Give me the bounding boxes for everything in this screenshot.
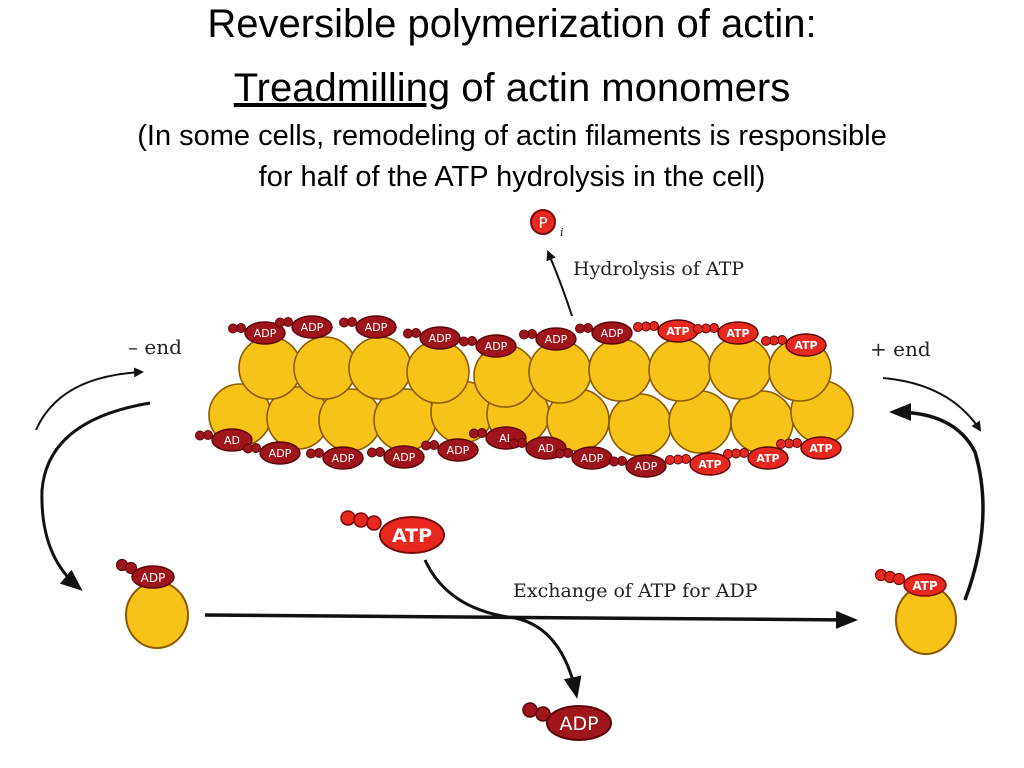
minus-end-arrow-top bbox=[35, 367, 144, 431]
adp-actin-monomer: ADP bbox=[115, 558, 189, 649]
adp-tag: ADP bbox=[575, 321, 633, 345]
tag-label: ADP bbox=[301, 321, 324, 334]
tag-label: ATP bbox=[666, 325, 689, 338]
page-title-line2: Treadmilling of actin monomers bbox=[0, 64, 1024, 112]
adp-tag: ADP bbox=[306, 446, 364, 470]
hydrolysis-label: Hydrolysis of ATP bbox=[573, 258, 744, 280]
treadmilling-term: Treadmilling bbox=[233, 66, 451, 110]
atp-adp-exchange-curve bbox=[423, 559, 582, 699]
actin-monomer bbox=[588, 338, 652, 402]
tag-label: AD bbox=[538, 442, 554, 455]
tag-label: ADP bbox=[429, 332, 452, 345]
free-atp-molecule: ATP bbox=[340, 510, 445, 554]
adp-tag: ADP bbox=[275, 315, 333, 339]
title-line2-rest: of actin monomers bbox=[450, 66, 791, 110]
adp-tag: ADP bbox=[243, 441, 301, 465]
free-atp-label: ATP bbox=[392, 525, 432, 547]
plus-end-arrow-top bbox=[882, 377, 982, 432]
actin-monomer bbox=[238, 336, 302, 400]
page-title: Reversible polymerization of actin: bbox=[207, 2, 817, 46]
tag-label: ADP bbox=[393, 451, 416, 464]
tag-label: ATP bbox=[809, 442, 832, 455]
adp-tag: ADP bbox=[519, 327, 577, 351]
minus-end-label: – end bbox=[128, 335, 182, 359]
tag-label: ATP bbox=[698, 458, 721, 471]
hydrolysis-arrow bbox=[546, 250, 573, 317]
plus-end-label: + end bbox=[870, 337, 931, 361]
adp-tag: AD bbox=[195, 428, 253, 452]
tag-label: ADP bbox=[601, 327, 624, 340]
filament-nucleotide-tags: ADP ADP ADP ADP ADP ADP ADP ATP ATP ATP AD ADP ADP AD… bbox=[195, 315, 842, 478]
atp-tag: ATP bbox=[693, 321, 759, 345]
tag-label: ADP bbox=[447, 444, 470, 457]
adp-tag: ADP bbox=[367, 445, 425, 469]
free-adp-label: ADP bbox=[559, 713, 598, 735]
tag-label: ADP bbox=[635, 460, 658, 473]
atp-tag: ATP bbox=[633, 319, 699, 343]
free-adp-molecule: ADP bbox=[522, 702, 612, 741]
depolymerization-arrow bbox=[40, 401, 151, 591]
tag-label: ADP bbox=[581, 452, 604, 465]
actin-monomer bbox=[708, 336, 772, 400]
tag-label: ATP bbox=[726, 327, 749, 340]
actin-filament bbox=[208, 336, 854, 457]
tag-label: ADP bbox=[332, 452, 355, 465]
adp-tag: ADP bbox=[421, 438, 479, 462]
atp-tag: ATP bbox=[776, 436, 842, 460]
atp-tag: ATP bbox=[723, 446, 789, 470]
actin-monomer bbox=[293, 336, 357, 400]
exchange-label: Exchange of ATP for ADP bbox=[513, 580, 758, 602]
adp-tag: ADP bbox=[459, 334, 517, 358]
actin-monomer bbox=[648, 338, 712, 402]
pi-letter: P bbox=[538, 214, 547, 232]
actin-monomer bbox=[608, 393, 672, 457]
actin-monomer bbox=[406, 340, 470, 404]
adp-tag: ADP bbox=[228, 321, 286, 345]
subtitle-line2: for half of the ATP hydrolysis in the ce… bbox=[258, 161, 766, 193]
tag-label: ADP bbox=[545, 333, 568, 346]
monomer-atp-label: ATP bbox=[912, 579, 938, 593]
atp-tag: ATP bbox=[665, 452, 731, 476]
tag-label: ADP bbox=[254, 327, 277, 340]
polymerization-arrow bbox=[889, 403, 985, 601]
subtitle-line1: (In some cells, remodeling of actin fila… bbox=[137, 120, 887, 152]
exchange-arrow bbox=[204, 610, 858, 629]
tag-label: ATP bbox=[794, 339, 817, 352]
adp-tag: ADP bbox=[555, 446, 613, 470]
phosphate-icon: P i bbox=[530, 209, 564, 239]
adp-tag: ADP bbox=[339, 315, 397, 339]
tag-label: ADP bbox=[485, 340, 508, 353]
atp-tag: ATP bbox=[761, 333, 827, 357]
tag-label: ADP bbox=[365, 321, 388, 334]
tag-label: ADP bbox=[269, 447, 292, 460]
pi-subscript: i bbox=[560, 226, 564, 239]
tag-label: ATP bbox=[756, 452, 779, 465]
actin-monomer bbox=[348, 336, 412, 400]
monomer-adp-label: ADP bbox=[141, 571, 166, 585]
atp-actin-monomer: ATP bbox=[874, 568, 957, 655]
adp-tag: ADP bbox=[403, 326, 461, 350]
tag-label: AD bbox=[224, 434, 240, 447]
adp-tag: ADP bbox=[609, 454, 667, 478]
